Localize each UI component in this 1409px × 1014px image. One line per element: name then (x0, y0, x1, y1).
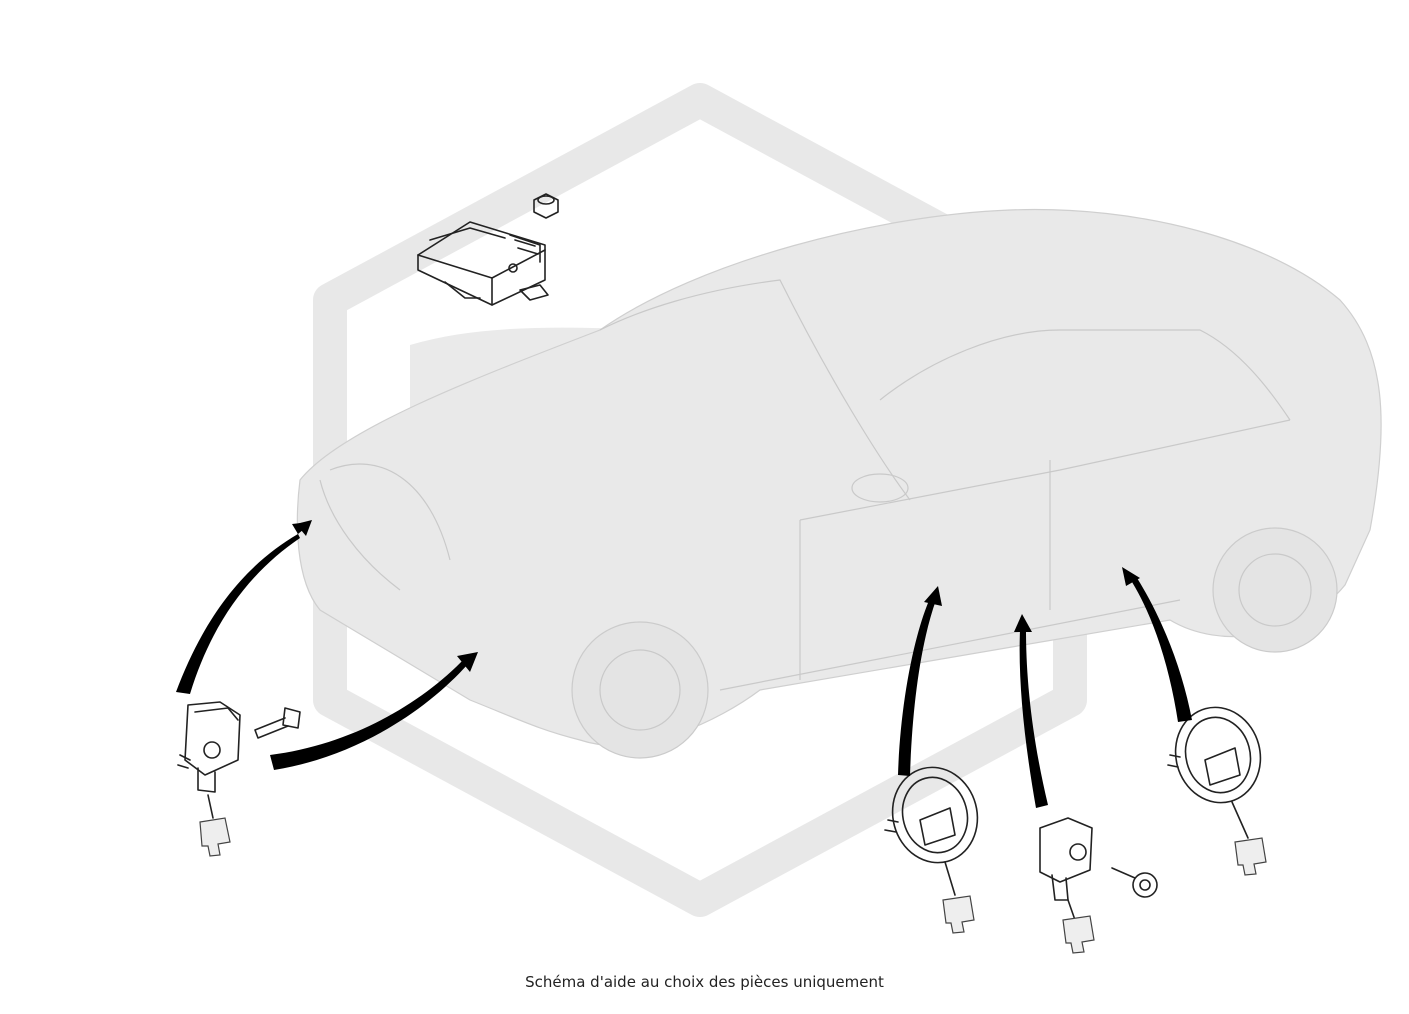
rear-wheel (1212, 527, 1338, 653)
front-wheel (571, 621, 709, 759)
bolt-icon[interactable] (254, 707, 301, 739)
arrow-icon (1122, 567, 1192, 722)
crash-sensor-icon[interactable] (177, 701, 241, 793)
connector-tag-icon (1234, 837, 1267, 876)
connector-tag-icon (199, 794, 231, 857)
pressure-sensor-icon[interactable] (1165, 698, 1271, 839)
arrow-icon (176, 520, 312, 694)
arrow-icon (270, 652, 478, 770)
crash-sensor-icon[interactable] (1039, 817, 1093, 921)
arrow-icon (1014, 614, 1048, 808)
airbag-control-unit-icon[interactable] (417, 221, 549, 306)
connector-tag-icon (942, 895, 975, 934)
connector-tag-icon (1062, 915, 1095, 954)
diagram-caption: Schéma d'aide au choix des pièces unique… (525, 973, 884, 991)
nut-icon[interactable] (533, 193, 559, 219)
bolt-icon[interactable] (1111, 867, 1158, 898)
car-illustration (296, 208, 1382, 759)
pressure-sensor-icon[interactable] (882, 758, 988, 896)
arrow-icon (898, 586, 942, 776)
